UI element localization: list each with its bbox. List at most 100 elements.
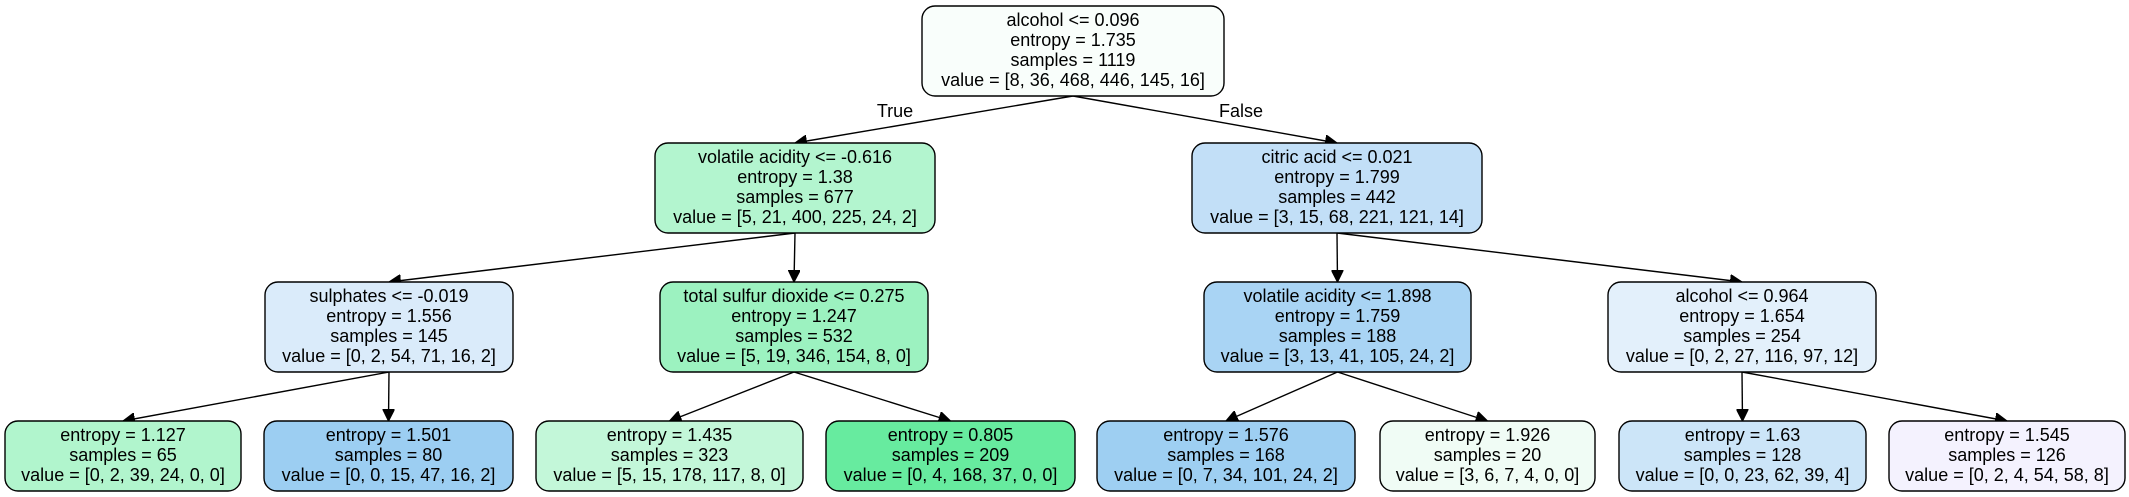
edge-label-true: True xyxy=(877,101,913,121)
node-line: samples = 1119 xyxy=(1011,50,1136,70)
node-line: samples = 65 xyxy=(69,445,177,465)
node-line: value = [0, 0, 15, 47, 16, 2] xyxy=(282,465,496,485)
edge-n6-n13 xyxy=(1742,371,1743,421)
node-line: value = [0, 2, 39, 24, 0, 0] xyxy=(21,465,225,485)
node-line: samples = 442 xyxy=(1278,187,1396,207)
node-line: entropy = 1.545 xyxy=(1944,425,2070,445)
node-line: entropy = 1.127 xyxy=(60,425,186,445)
node-line: samples = 323 xyxy=(611,445,729,465)
edge-n5-n12 xyxy=(1337,371,1488,421)
node-box xyxy=(264,281,514,373)
node-line: entropy = 0.805 xyxy=(888,425,1014,445)
edge-n1-n4 xyxy=(794,232,795,282)
node-line: sulphates <= -0.019 xyxy=(309,286,468,306)
node-box xyxy=(1096,420,1356,492)
node-line: entropy = 1.759 xyxy=(1275,306,1401,326)
node-line: value = [0, 7, 34, 101, 24, 2] xyxy=(1114,465,1338,485)
edge-n3-n7 xyxy=(123,371,390,421)
edge-n3-n8 xyxy=(389,371,390,421)
node-line: entropy = 1.63 xyxy=(1685,425,1801,445)
node-line: value = [0, 0, 23, 62, 39, 4] xyxy=(1636,465,1850,485)
node-line: value = [0, 2, 54, 71, 16, 2] xyxy=(282,346,496,366)
tree-edges xyxy=(123,95,2007,421)
node-box xyxy=(1607,281,1877,373)
node-line: volatile acidity <= -0.616 xyxy=(698,147,892,167)
node-box xyxy=(825,420,1076,492)
edge-n0-n1 xyxy=(795,95,1074,143)
node-line: samples = 126 xyxy=(1948,445,2066,465)
node-line: entropy = 1.38 xyxy=(737,167,853,187)
node-line: alcohol <= 0.096 xyxy=(1006,10,1139,30)
edge-n2-n5 xyxy=(1337,232,1338,282)
node-line: entropy = 1.247 xyxy=(731,306,857,326)
node-line: samples = 677 xyxy=(736,187,854,207)
node-line: samples = 254 xyxy=(1683,326,1801,346)
node-box xyxy=(1191,142,1483,234)
node-line: samples = 80 xyxy=(335,445,443,465)
node-box xyxy=(654,142,936,234)
node-box xyxy=(1888,420,2126,492)
node-line: value = [0, 4, 168, 37, 0, 0] xyxy=(844,465,1058,485)
node-line: entropy = 1.576 xyxy=(1163,425,1289,445)
node-line: value = [5, 15, 178, 117, 8, 0] xyxy=(553,465,785,485)
edge-n6-n14 xyxy=(1741,371,2007,421)
node-line: value = [3, 6, 7, 4, 0, 0] xyxy=(1396,465,1580,485)
node-box xyxy=(1203,281,1472,373)
node-line: entropy = 1.556 xyxy=(326,306,452,326)
edge-n2-n6 xyxy=(1336,232,1742,282)
node-line: entropy = 1.926 xyxy=(1425,425,1551,445)
node-box xyxy=(1618,420,1867,492)
node-line: total sulfur dioxide <= 0.275 xyxy=(683,286,904,306)
node-box xyxy=(4,420,242,492)
node-line: value = [5, 21, 400, 225, 24, 2] xyxy=(673,207,917,227)
node-line: samples = 188 xyxy=(1279,326,1397,346)
node-line: samples = 209 xyxy=(892,445,1010,465)
node-line: samples = 128 xyxy=(1684,445,1802,465)
node-line: entropy = 1.799 xyxy=(1274,167,1400,187)
node-line: entropy = 1.654 xyxy=(1679,306,1805,326)
node-line: value = [8, 36, 468, 446, 145, 16] xyxy=(941,70,1205,90)
node-line: samples = 532 xyxy=(735,326,853,346)
node-line: alcohol <= 0.964 xyxy=(1675,286,1808,306)
edge-n4-n10 xyxy=(793,371,951,421)
edge-n5-n11 xyxy=(1226,371,1338,421)
node-line: value = [5, 19, 346, 154, 8, 0] xyxy=(677,346,911,366)
node-line: volatile acidity <= 1.898 xyxy=(1243,286,1431,306)
node-line: samples = 145 xyxy=(330,326,448,346)
node-line: samples = 20 xyxy=(1434,445,1542,465)
node-line: samples = 168 xyxy=(1167,445,1285,465)
node-line: entropy = 1.501 xyxy=(326,425,452,445)
edge-n1-n3 xyxy=(389,232,796,282)
node-line: value = [0, 2, 27, 116, 97, 12] xyxy=(1626,346,1858,366)
node-box xyxy=(1379,420,1596,492)
node-line: value = [3, 15, 68, 221, 121, 14] xyxy=(1210,207,1464,227)
node-line: entropy = 1.435 xyxy=(607,425,733,445)
node-box xyxy=(263,420,514,492)
node-box xyxy=(921,5,1225,97)
edge-label-false: False xyxy=(1219,101,1263,121)
node-line: citric acid <= 0.021 xyxy=(1261,147,1412,167)
edge-n0-n2 xyxy=(1072,95,1337,143)
node-box xyxy=(659,281,929,373)
edge-n4-n9 xyxy=(670,371,795,421)
node-line: entropy = 1.735 xyxy=(1010,30,1136,50)
node-box xyxy=(535,420,804,492)
node-line: value = [0, 2, 4, 54, 58, 8] xyxy=(1905,465,2109,485)
